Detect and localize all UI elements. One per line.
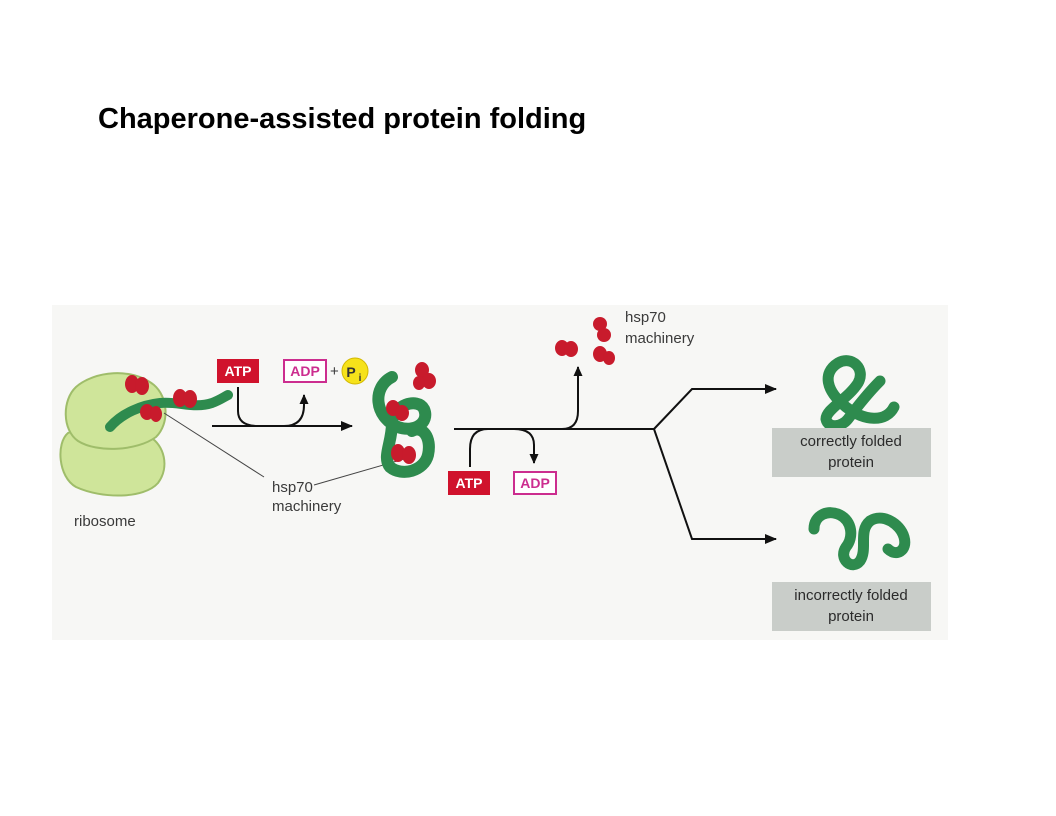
adp-box: ADP <box>283 359 327 383</box>
svg-text:P: P <box>346 364 355 380</box>
correct-label: correctly folded <box>800 433 902 450</box>
branch-arrow-incorrect <box>653 428 777 544</box>
hsp70-release-arrow <box>561 366 583 430</box>
page-title: Chaperone-assisted protein folding <box>98 103 587 135</box>
hsp70-label: machinery <box>272 498 342 515</box>
hsp70-label: machinery <box>625 330 695 347</box>
correct-label: protein <box>828 454 874 471</box>
released-hsp70 <box>555 317 615 365</box>
result-box <box>772 582 931 631</box>
svg-text:ATP: ATP <box>456 475 483 491</box>
pointer-line <box>163 412 265 478</box>
hsp70-chaperone <box>413 362 436 390</box>
hsp70-chaperone <box>391 444 416 464</box>
partially-folded-protein <box>372 371 435 478</box>
atp-box: ATP <box>217 359 259 383</box>
hsp70-label: hsp70 <box>625 309 666 326</box>
hsp70-chaperone <box>173 389 197 408</box>
incorrectly-folded-protein <box>808 507 911 571</box>
ribosome <box>59 372 167 497</box>
plus-sign: + <box>330 363 339 380</box>
svg-text:ATP: ATP <box>225 363 252 379</box>
atp-box: ATP <box>448 471 490 495</box>
hsp70-chaperone <box>386 400 409 421</box>
ribosome-label: ribosome <box>74 513 136 530</box>
incorrect-label: protein <box>828 608 874 625</box>
correctly-folded-protein <box>820 355 900 432</box>
branch-arrow-correct <box>653 384 777 430</box>
phosphate-circle: P i <box>341 357 369 385</box>
atp-hydrolysis-arrow <box>469 428 539 467</box>
result-box <box>772 428 931 477</box>
hsp70-chaperone <box>140 404 162 422</box>
incorrect-label: incorrectly folded <box>794 587 907 604</box>
adp-box: ADP <box>513 471 557 495</box>
atp-hydrolysis-arrow <box>237 387 309 427</box>
svg-text:ADP: ADP <box>290 363 320 379</box>
svg-text:i: i <box>359 373 362 384</box>
hsp70-label: hsp70 <box>272 479 313 496</box>
chaperone-folding-diagram: ribosome hsp70 machinery ATP ADP + P i <box>52 305 948 640</box>
hsp70-chaperone <box>125 375 149 395</box>
svg-text:ADP: ADP <box>520 475 550 491</box>
